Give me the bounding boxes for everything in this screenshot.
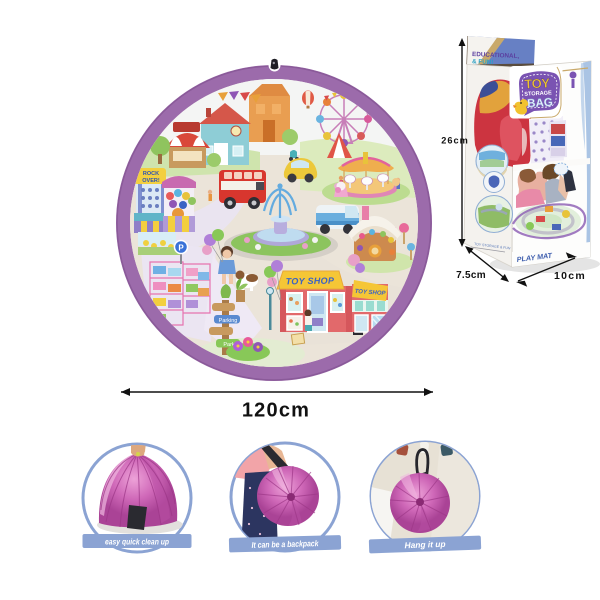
svg-text:& FUN!: & FUN!: [472, 58, 494, 66]
svg-text:PLAY MAT: PLAY MAT: [516, 251, 553, 264]
svg-text:BAG: BAG: [527, 97, 553, 110]
svg-text:TOY SHOP: TOY SHOP: [286, 276, 335, 287]
svg-text:easy quick clean up: easy quick clean up: [105, 537, 169, 547]
svg-text:Parking: Parking: [219, 318, 238, 324]
svg-text:Hang it up: Hang it up: [404, 539, 445, 550]
svg-text:26cm: 26cm: [441, 136, 469, 146]
svg-text:TOY STORAGE & FUN: TOY STORAGE & FUN: [474, 242, 511, 250]
svg-text:STORAGE: STORAGE: [524, 90, 552, 97]
svg-text:7.5cm: 7.5cm: [456, 270, 486, 281]
svg-text:120cm: 120cm: [242, 400, 310, 422]
svg-text:10cm: 10cm: [554, 270, 586, 282]
svg-text:It can be a backpack: It can be a backpack: [251, 538, 319, 550]
svg-text:P: P: [178, 244, 184, 253]
svg-text:TOY SHOP: TOY SHOP: [354, 289, 386, 297]
svg-text:Park: Park: [223, 342, 235, 348]
svg-text:ROCK: ROCK: [143, 171, 159, 177]
svg-text:TOY: TOY: [524, 75, 551, 91]
svg-text:OVER!: OVER!: [142, 178, 160, 184]
svg-text:EDUCATIONAL,: EDUCATIONAL,: [472, 51, 520, 60]
